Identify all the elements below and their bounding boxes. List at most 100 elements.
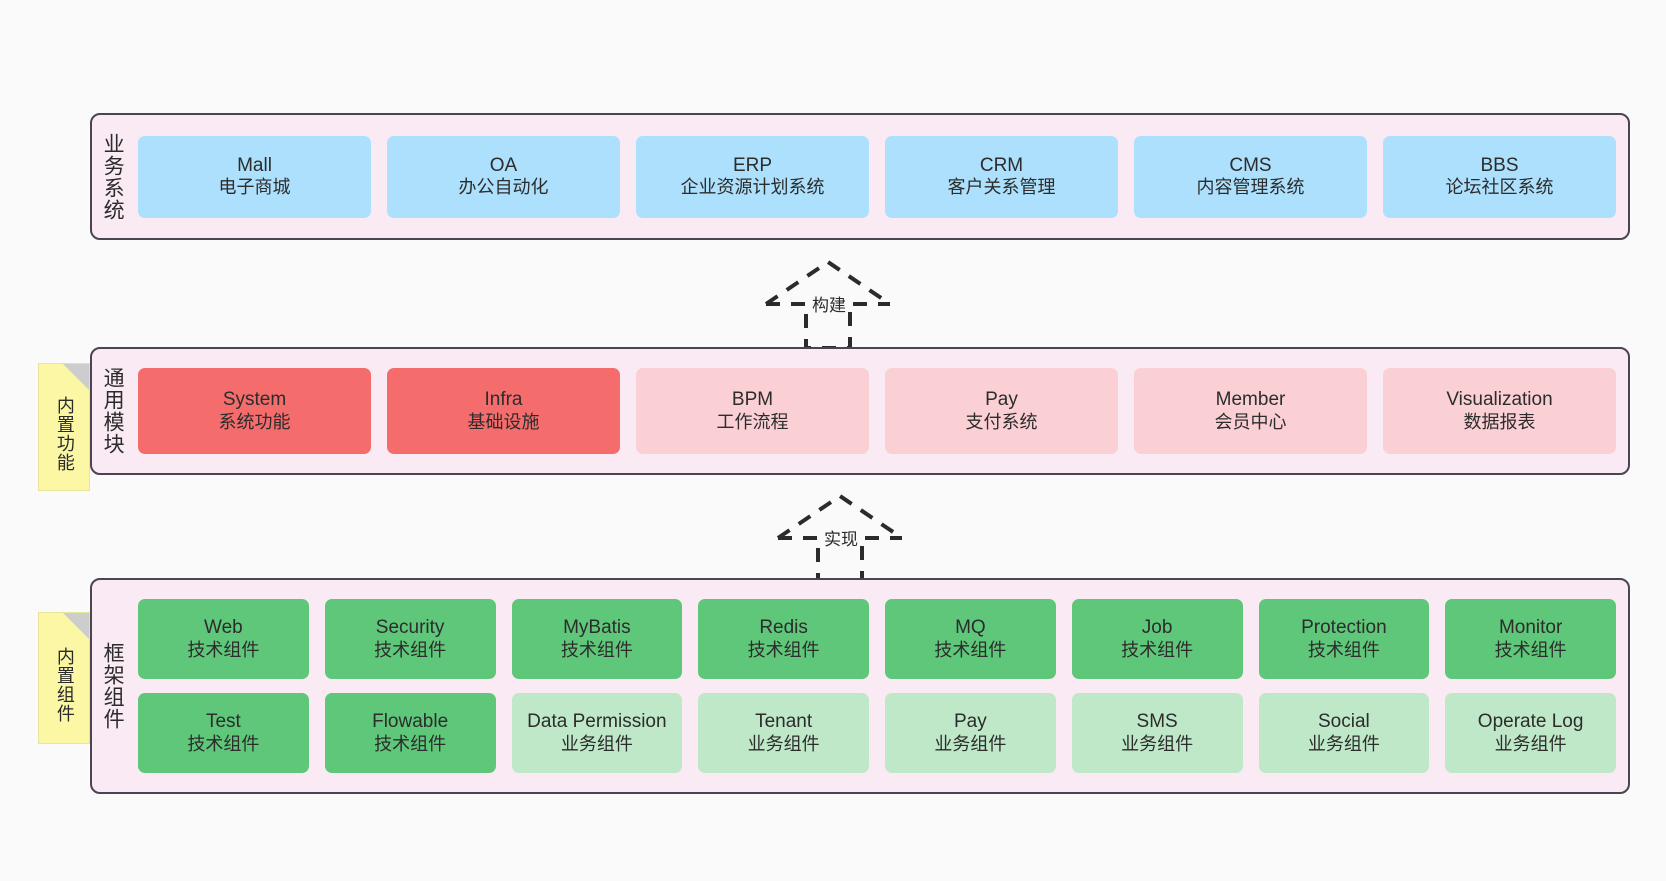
card-data-permission[interactable]: Data Permission 业务组件 xyxy=(511,693,683,773)
connector-build: 构建 xyxy=(758,258,908,350)
card-sms[interactable]: SMS 业务组件 xyxy=(1071,693,1243,773)
card-bpm-desc: 工作流程 xyxy=(716,411,789,432)
card-cms-name: CMS xyxy=(1229,154,1272,176)
card-infra-desc: 基础设施 xyxy=(467,411,540,432)
card-job-desc: 技术组件 xyxy=(1121,639,1194,660)
note-builtin-function[interactable]: 内置功能 xyxy=(38,363,90,491)
card-oa-desc: 办公自动化 xyxy=(458,177,549,198)
card-visualization[interactable]: Visualization 数据报表 xyxy=(1383,368,1616,454)
card-tenant-desc: 业务组件 xyxy=(747,733,820,754)
card-pay-module[interactable]: Pay 支付系统 xyxy=(885,368,1118,454)
card-security-desc: 技术组件 xyxy=(374,639,447,660)
layer-common-module-body: System 系统功能 Infra 基础设施 BPM 工作流程 Pay 支付系统… xyxy=(132,349,1628,473)
card-web-name: Web xyxy=(204,617,243,639)
card-mall[interactable]: Mall 电子商城 xyxy=(138,135,371,218)
card-mall-name: Mall xyxy=(237,154,272,176)
card-test-name: Test xyxy=(205,711,241,733)
note-builtin-function-label: 内置功能 xyxy=(54,396,75,472)
card-pay-module-desc: 支付系统 xyxy=(965,411,1038,432)
card-tenant-name: Tenant xyxy=(755,711,813,733)
card-tenant[interactable]: Tenant 业务组件 xyxy=(698,693,869,773)
card-flowable[interactable]: Flowable 技术组件 xyxy=(324,693,496,773)
card-crm-name: CRM xyxy=(979,154,1024,176)
card-system-name: System xyxy=(222,389,287,411)
card-test-desc: 技术组件 xyxy=(187,733,260,754)
layer-business-system-row: Mall 电子商城 OA 办公自动化 ERP 企业资源计划系统 CRM 客户关系… xyxy=(138,135,1616,218)
card-monitor-name: Monitor xyxy=(1498,617,1563,639)
card-security-name: Security xyxy=(375,617,445,639)
card-security[interactable]: Security 技术组件 xyxy=(324,599,496,679)
card-cms-desc: 内容管理系统 xyxy=(1196,177,1305,198)
layer-framework-component[interactable]: 框架组件 Web 技术组件 Security 技术组件 MyBatis 技术组件… xyxy=(90,578,1630,794)
card-bpm[interactable]: BPM 工作流程 xyxy=(636,368,869,454)
layer-framework-component-body: Web 技术组件 Security 技术组件 MyBatis 技术组件 Redi… xyxy=(132,580,1628,792)
card-mybatis-desc: 技术组件 xyxy=(560,639,633,660)
card-bbs-name: BBS xyxy=(1480,154,1519,176)
card-job-name: Job xyxy=(1141,617,1173,639)
card-protection-name: Protection xyxy=(1301,617,1387,639)
card-erp[interactable]: ERP 企业资源计划系统 xyxy=(636,135,869,218)
card-pay-component[interactable]: Pay 业务组件 xyxy=(885,693,1056,773)
layer-common-module-title: 通用模块 xyxy=(101,367,125,455)
card-sms-desc: 业务组件 xyxy=(1121,733,1194,754)
card-mall-desc: 电子商城 xyxy=(218,177,291,198)
card-erp-name: ERP xyxy=(732,154,773,176)
note-fold-corner-icon xyxy=(63,613,89,639)
card-visualization-desc: 数据报表 xyxy=(1463,411,1536,432)
card-mq[interactable]: MQ 技术组件 xyxy=(885,599,1056,679)
card-infra-name: Infra xyxy=(484,389,523,411)
card-data-permission-name: Data Permission xyxy=(527,711,667,733)
card-monitor-desc: 技术组件 xyxy=(1494,639,1567,660)
card-mq-name: MQ xyxy=(955,617,986,639)
connector-build-label: 构建 xyxy=(810,291,848,316)
card-pay-component-desc: 业务组件 xyxy=(934,733,1007,754)
card-redis-desc: 技术组件 xyxy=(747,639,820,660)
card-system[interactable]: System 系统功能 xyxy=(138,368,371,454)
card-mybatis[interactable]: MyBatis 技术组件 xyxy=(511,599,683,679)
card-member-desc: 会员中心 xyxy=(1214,411,1287,432)
card-pay-component-name: Pay xyxy=(954,711,987,733)
card-sms-name: SMS xyxy=(1136,711,1178,733)
card-protection[interactable]: Protection 技术组件 xyxy=(1258,599,1430,679)
card-mybatis-name: MyBatis xyxy=(563,617,631,639)
note-fold-corner-icon xyxy=(63,364,89,390)
layer-business-system-title: 业务系统 xyxy=(101,132,125,221)
card-bbs[interactable]: BBS 论坛社区系统 xyxy=(1383,135,1616,218)
card-bpm-name: BPM xyxy=(731,389,774,411)
card-protection-desc: 技术组件 xyxy=(1307,639,1380,660)
card-operate-log[interactable]: Operate Log 业务组件 xyxy=(1445,693,1616,773)
card-erp-desc: 企业资源计划系统 xyxy=(680,177,825,198)
card-operate-log-name: Operate Log xyxy=(1477,711,1584,733)
card-data-permission-desc: 业务组件 xyxy=(560,733,633,754)
layer-common-module-row: System 系统功能 Infra 基础设施 BPM 工作流程 Pay 支付系统… xyxy=(138,368,1616,454)
card-test[interactable]: Test 技术组件 xyxy=(138,693,309,773)
connector-implement-label: 实现 xyxy=(822,525,860,550)
layer-common-module[interactable]: 通用模块 System 系统功能 Infra 基础设施 BPM 工作流程 Pay… xyxy=(90,347,1630,475)
card-bbs-desc: 论坛社区系统 xyxy=(1445,177,1554,198)
card-infra[interactable]: Infra 基础设施 xyxy=(387,368,620,454)
card-crm[interactable]: CRM 客户关系管理 xyxy=(885,135,1118,218)
card-pay-module-name: Pay xyxy=(985,389,1018,411)
card-visualization-name: Visualization xyxy=(1446,389,1553,411)
card-web[interactable]: Web 技术组件 xyxy=(138,599,309,679)
card-social-desc: 业务组件 xyxy=(1307,733,1380,754)
card-crm-desc: 客户关系管理 xyxy=(947,177,1056,198)
card-oa[interactable]: OA 办公自动化 xyxy=(387,135,620,218)
card-mq-desc: 技术组件 xyxy=(934,639,1007,660)
card-monitor[interactable]: Monitor 技术组件 xyxy=(1445,599,1616,679)
layer-framework-component-row-tech: Web 技术组件 Security 技术组件 MyBatis 技术组件 Redi… xyxy=(138,599,1616,679)
card-oa-name: OA xyxy=(489,154,518,176)
layer-framework-component-title: 框架组件 xyxy=(101,642,125,730)
card-job[interactable]: Job 技术组件 xyxy=(1071,599,1243,679)
card-member[interactable]: Member 会员中心 xyxy=(1134,368,1367,454)
note-builtin-component[interactable]: 内置组件 xyxy=(38,612,90,744)
layer-business-system[interactable]: 业务系统 Mall 电子商城 OA 办公自动化 ERP 企业资源计划系统 CRM… xyxy=(90,113,1630,240)
card-cms[interactable]: CMS 内容管理系统 xyxy=(1134,135,1367,218)
layer-business-system-body: Mall 电子商城 OA 办公自动化 ERP 企业资源计划系统 CRM 客户关系… xyxy=(132,115,1628,238)
card-social[interactable]: Social 业务组件 xyxy=(1258,693,1430,773)
card-redis[interactable]: Redis 技术组件 xyxy=(698,599,869,679)
card-member-name: Member xyxy=(1215,389,1286,411)
card-flowable-desc: 技术组件 xyxy=(374,733,447,754)
card-operate-log-desc: 业务组件 xyxy=(1494,733,1567,754)
